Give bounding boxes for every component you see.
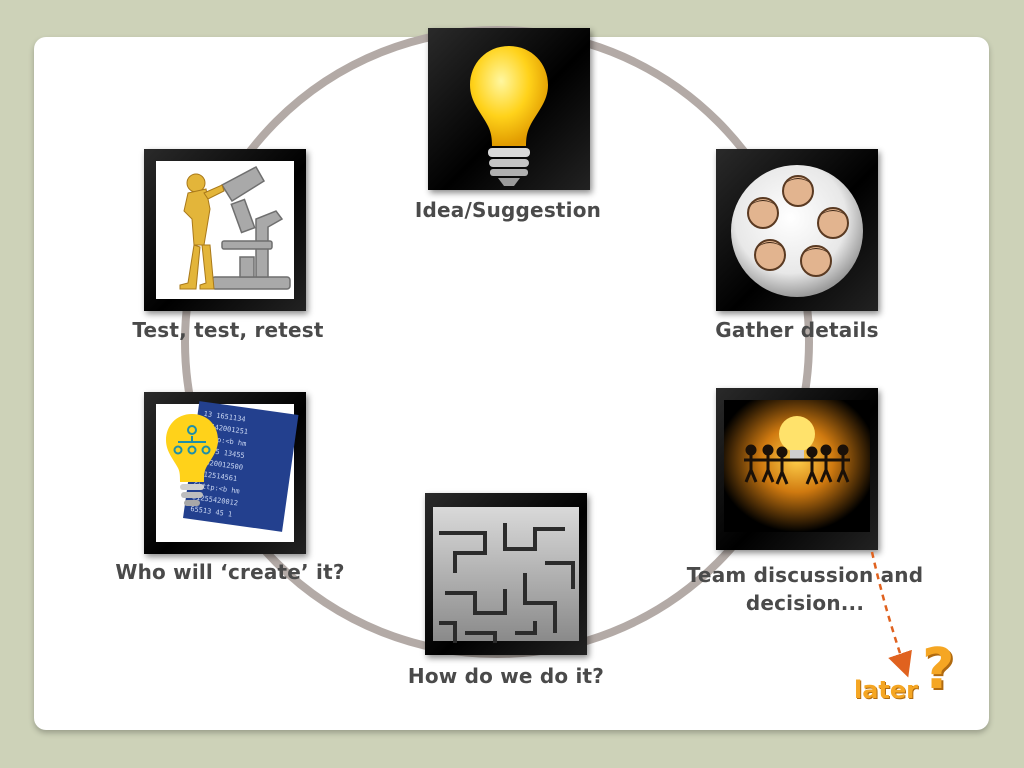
tile-how (425, 493, 587, 655)
org-chart-bulb-icon: 13 1651134 35542001251 6http:<b hm 11655… (156, 401, 299, 542)
lightbulb-icon (470, 46, 548, 186)
maze-icon (433, 507, 579, 643)
label-test: Test, test, retest (132, 318, 324, 342)
label-idea: Idea/Suggestion (414, 198, 602, 222)
question-mark-icon: ? (922, 637, 955, 702)
microscope-icon (156, 161, 294, 299)
label-gather: Gather details (715, 318, 879, 342)
tile-team (716, 388, 878, 550)
label-who: Who will ‘create’ it? (115, 560, 345, 584)
team-faces-icon (731, 165, 863, 297)
tile-idea (428, 28, 590, 190)
tile-gather (716, 149, 878, 311)
label-team: Team discussion and decision... (686, 563, 924, 615)
later-label: later (854, 676, 919, 704)
label-how: How do we do it? (407, 664, 605, 688)
tile-test (144, 149, 306, 311)
team-lightbulb-icon (724, 400, 870, 532)
tile-who: 13 1651134 35542001251 6http:<b hm 11655… (144, 392, 306, 554)
